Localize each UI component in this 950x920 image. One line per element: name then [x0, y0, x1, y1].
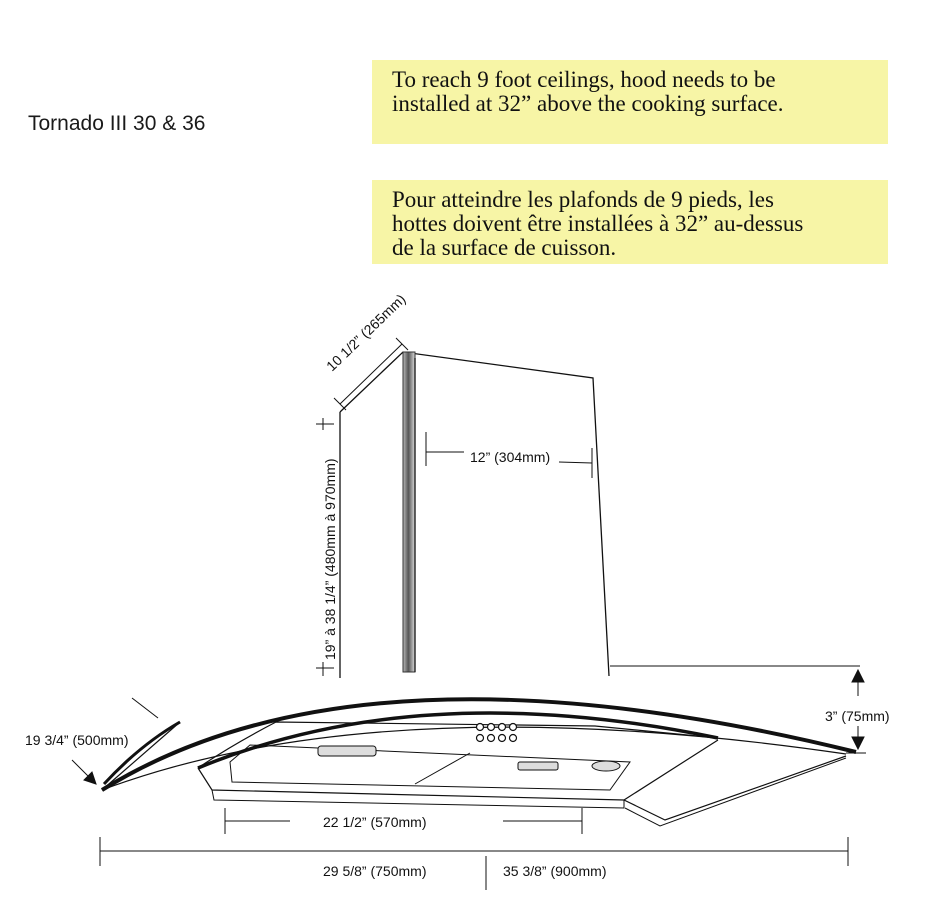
note-french: Pour atteindre les plafonds de 9 pieds, …	[372, 180, 888, 264]
note-english: To reach 9 foot ceilings, hood needs to …	[372, 60, 888, 144]
canopy-body	[197, 711, 847, 827]
overall-width-30-label: 29 5/8” (750mm)	[323, 863, 426, 879]
filter-openings	[317, 745, 621, 772]
chimney-depth-dimension	[333, 337, 409, 411]
page-title: Tornado III 30 & 36	[28, 112, 206, 135]
note-english-line-2: installed at 32” above the cooking surfa…	[392, 91, 784, 116]
chimney-width-label: 12” (304mm)	[470, 449, 550, 465]
canopy-height-label: 3” (75mm)	[825, 708, 890, 724]
chimney-corner-edge	[402, 351, 416, 673]
control-button-icon	[508, 733, 518, 743]
chimney-depth-label: 10 1/2” (265mm)	[323, 291, 409, 374]
glass-left-edge	[102, 720, 181, 786]
canopy-height-dimension	[610, 665, 866, 754]
chimney-height-dimension	[316, 418, 334, 676]
note-french-line-2: hottes doivent être installées à 32” au-…	[392, 211, 804, 236]
note-french-line-3: de la surface de cuisson.	[392, 235, 617, 260]
control-button-icon	[497, 722, 507, 732]
canopy-depth-dimension	[71, 697, 159, 785]
overall-width-dimension	[99, 837, 849, 890]
filter-width-label: 22 1/2” (570mm)	[323, 814, 426, 830]
overall-width-36-label: 35 3/8” (900mm)	[503, 863, 606, 879]
filter-width-dimension	[224, 808, 583, 834]
note-english-line-1: To reach 9 foot ceilings, hood needs to …	[392, 67, 776, 92]
chimney-width-dimension	[425, 432, 593, 478]
control-button-icon	[475, 722, 485, 732]
control-button-icon	[486, 733, 496, 743]
chimney-height-label: 19” à 38 1/4” (480mm à 970mm)	[322, 458, 338, 660]
control-button-icon	[475, 733, 485, 743]
control-button-icon	[508, 722, 518, 732]
canopy-depth-label: 19 3/4” (500mm)	[25, 732, 128, 748]
chimney	[339, 351, 610, 678]
chimney-outline	[339, 351, 610, 677]
note-french-line-1: Pour atteindre les plafonds de 9 pieds, …	[392, 187, 774, 212]
control-button-icon	[497, 733, 507, 743]
glass-top-edge	[100, 697, 857, 792]
control-panel	[475, 722, 518, 743]
control-button-icon	[486, 722, 496, 732]
